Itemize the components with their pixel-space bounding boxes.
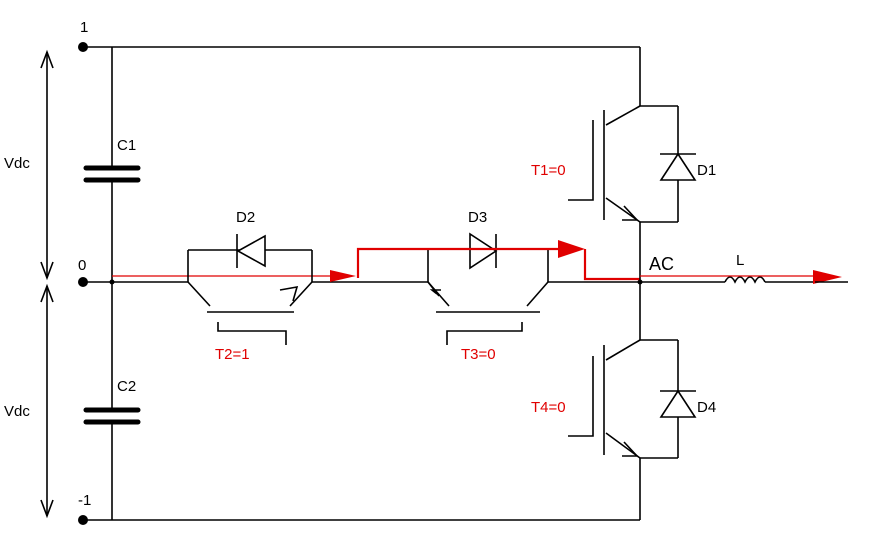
transistor-t1-state: T1=0 <box>531 162 566 179</box>
diode-d2-label: D2 <box>236 209 255 226</box>
diode-d3-label: D3 <box>468 209 487 226</box>
vdc-lower-label: Vdc <box>4 403 30 420</box>
diode-d1-label: D1 <box>697 162 716 179</box>
node-bottom-dot <box>78 515 88 525</box>
diode-icon <box>469 232 498 270</box>
capacitor-icon <box>83 165 141 183</box>
transistor-t4-state: T4=0 <box>531 399 566 416</box>
dc-bus-wiring <box>83 46 640 521</box>
vdc-lower-arrow-icon <box>40 283 54 519</box>
diode-icon <box>659 152 697 181</box>
diode-d4-label: D4 <box>697 399 716 416</box>
igbt-icon <box>568 356 594 437</box>
transistor-t3-state: T3=0 <box>461 346 496 363</box>
capacitor-c2-label: C2 <box>117 378 136 395</box>
igbt-icon <box>446 322 523 345</box>
vdc-upper-arrow-icon <box>40 49 54 281</box>
igbt-icon <box>217 322 287 345</box>
t3-d3-switch-group <box>350 250 640 345</box>
t2-d2-switch-group <box>187 249 350 345</box>
transistor-t2-state: T2=1 <box>215 346 250 363</box>
igbt-icon <box>568 120 594 201</box>
node-mid-label: 0 <box>78 257 86 274</box>
node-bottom-label: -1 <box>78 492 91 509</box>
current-arrow-icon <box>330 270 356 282</box>
node-mid-dot <box>78 277 88 287</box>
diode-icon <box>659 389 697 418</box>
active-path-d3 <box>356 247 560 278</box>
ac-node-label: AC <box>649 254 674 274</box>
vdc-upper-label: Vdc <box>4 155 30 172</box>
diode-icon <box>236 234 266 268</box>
t1-d1-leg <box>568 47 679 282</box>
node-top-dot <box>78 42 88 52</box>
current-arrow-icon <box>813 270 842 284</box>
inductor-icon <box>724 276 766 284</box>
junction-dot <box>109 279 115 285</box>
capacitor-c1-label: C1 <box>117 137 136 154</box>
t4-d4-leg <box>568 282 679 520</box>
active-path-to-ac <box>583 249 640 281</box>
node-top-label: 1 <box>80 19 88 36</box>
capacitor-icon <box>83 407 141 425</box>
inductor-label: L <box>736 252 744 269</box>
current-arrow-icon <box>558 240 585 258</box>
